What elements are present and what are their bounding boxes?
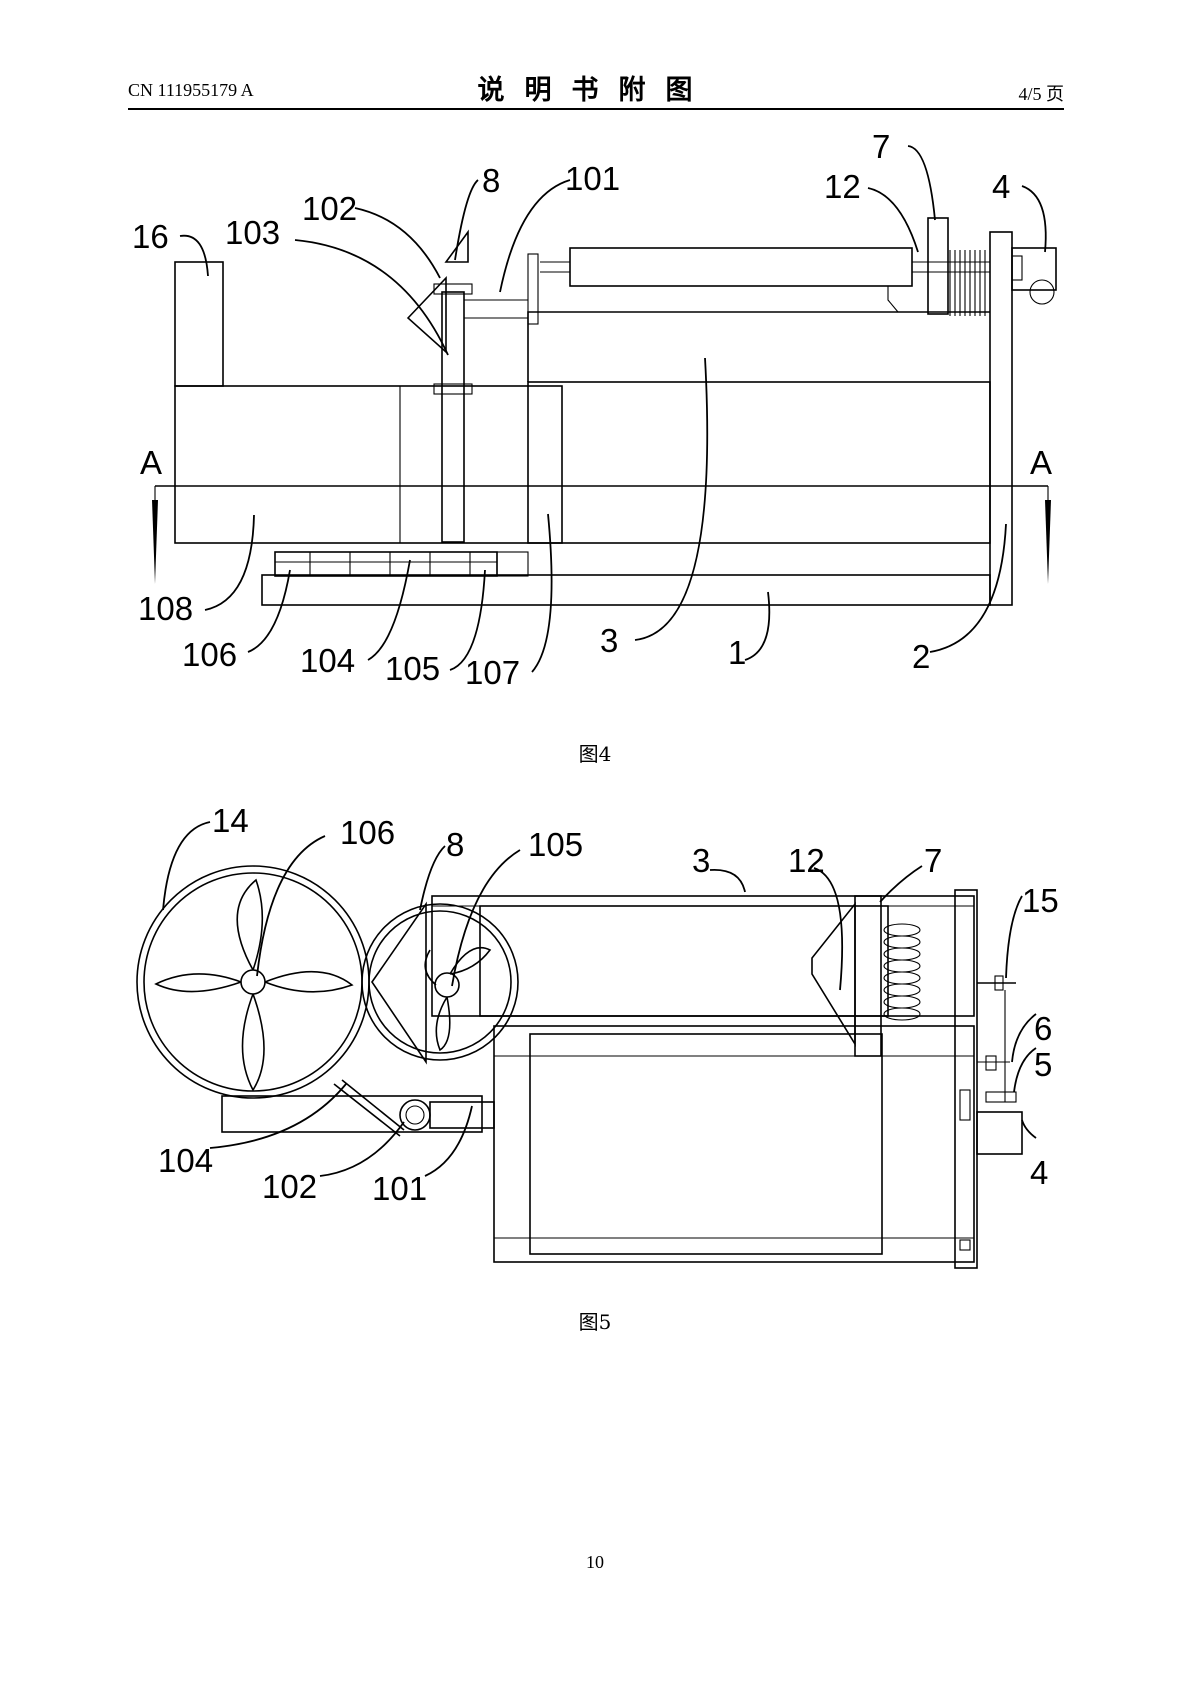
figure-4-caption: 图4	[578, 742, 612, 766]
fig4-label-7: 7	[872, 128, 890, 165]
fig4-label-1: 1	[728, 634, 746, 671]
fig5-label-105: 105	[528, 826, 583, 863]
header-rule	[128, 108, 1064, 110]
section-mark-a-right: A	[1030, 444, 1052, 481]
fig4-label-12: 12	[824, 168, 861, 205]
frame-plate	[989, 231, 1013, 606]
page-number: 10	[586, 1552, 604, 1572]
fig5-label-3: 3	[692, 842, 710, 879]
document-title: 说明书附图	[477, 75, 713, 106]
fig4-label-8: 8	[482, 162, 500, 199]
fig4-label-3: 3	[600, 622, 618, 659]
fig5-label-104: 104	[158, 1142, 213, 1179]
fig5-label-6: 6	[1034, 1010, 1052, 1047]
fig5-label-101: 101	[372, 1170, 427, 1207]
vertical-shaft	[441, 291, 465, 543]
motor-4	[976, 1111, 1023, 1155]
publication-number: CN 111955179 A	[128, 80, 254, 100]
fan-base	[221, 1095, 483, 1133]
section-mark-a-left: A	[140, 444, 162, 481]
fig5-label-102: 102	[262, 1168, 317, 1205]
fig5-label-14: 14	[212, 802, 249, 839]
fig4-label-4: 4	[992, 168, 1010, 205]
fig4-label-101: 101	[565, 160, 620, 197]
spring-coil	[883, 923, 921, 1021]
figure-5-caption: 图5	[578, 1310, 612, 1334]
fig5-label-12: 12	[788, 842, 825, 879]
fig4-label-102: 102	[302, 190, 357, 227]
figure-4-labels: A A 16 103 102 8 101 12 7 4 108 106 104 …	[132, 128, 1052, 691]
fig4-label-2: 2	[912, 638, 930, 675]
gear-5	[985, 1091, 1017, 1103]
section-arrow-right	[1045, 500, 1051, 584]
figure-5-drawing	[136, 821, 1037, 1269]
gear-6	[985, 1055, 997, 1071]
leader-lines	[179, 145, 1047, 673]
page-of: 4/5 页	[1018, 84, 1064, 104]
fig4-label-16: 16	[132, 218, 169, 255]
fan-blade	[406, 275, 447, 354]
fig4-label-104: 104	[300, 642, 355, 679]
fig5-label-8: 8	[446, 826, 464, 863]
section-arrow-left	[152, 500, 158, 584]
spring-coil	[949, 250, 986, 316]
fig5-label-106: 106	[340, 814, 395, 851]
small-fan	[361, 901, 519, 1065]
figure-5-labels: 14 106 8 105 3 12 7 15 6 5 4 104 102 101	[158, 802, 1059, 1207]
lower-drum	[493, 1025, 975, 1263]
fig5-label-5: 5	[1034, 1046, 1052, 1083]
fig5-label-15: 15	[1022, 882, 1059, 919]
fig4-label-108: 108	[138, 590, 193, 627]
fig5-label-4: 4	[1030, 1154, 1048, 1191]
figure-4-drawing	[152, 145, 1057, 673]
leader-lines	[162, 821, 1037, 1177]
fig5-label-7: 7	[924, 842, 942, 879]
member-7	[927, 217, 949, 315]
disc-7	[854, 895, 882, 1057]
fig4-label-106: 106	[182, 636, 237, 673]
end-plate	[954, 889, 978, 1269]
left-housing	[174, 385, 563, 544]
fig4-label-103: 103	[225, 214, 280, 251]
fig4-label-107: 107	[465, 654, 520, 691]
upper-roller	[569, 247, 913, 287]
fig4-label-105: 105	[385, 650, 440, 687]
